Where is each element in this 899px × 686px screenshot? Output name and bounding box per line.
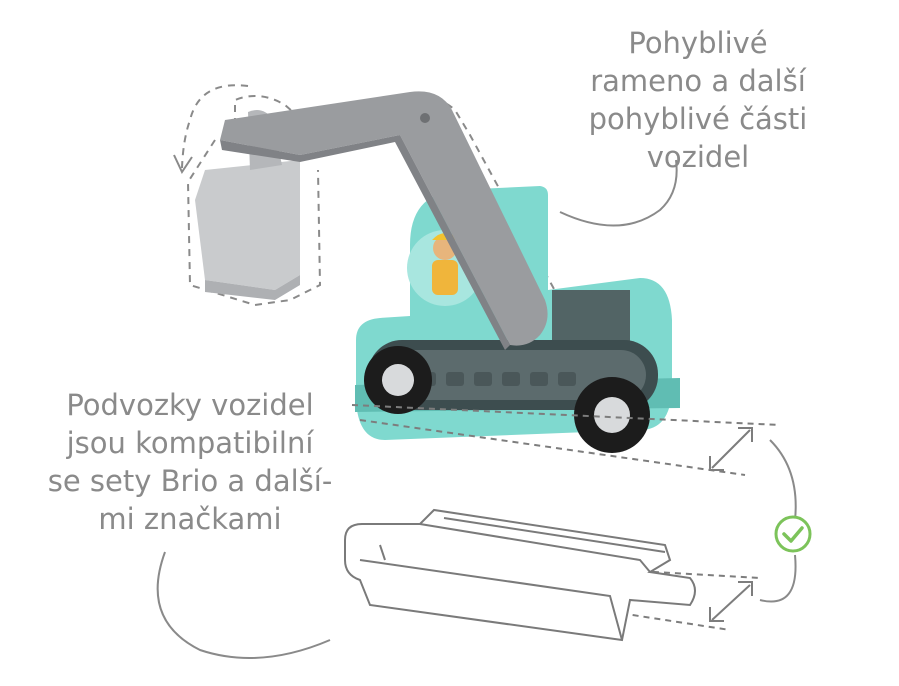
caption-line: mi značkami bbox=[98, 502, 282, 536]
double-arrow-icon bbox=[709, 581, 753, 622]
connector-curve-top bbox=[559, 159, 678, 227]
connector-curve-right-lower bbox=[759, 554, 797, 603]
caption-line: Pohyblivé bbox=[628, 26, 768, 60]
connector-curve-left bbox=[156, 551, 331, 659]
caption-movable-arm: Pohyblivé rameno a další pohyblivé části… bbox=[548, 24, 848, 176]
wheel-rear bbox=[364, 346, 432, 414]
caption-compatible-chassis: Podvozky vozidel jsou kompatibilní se se… bbox=[20, 386, 360, 538]
curved-arrow-icon bbox=[173, 84, 249, 175]
caption-line: rameno a další bbox=[590, 64, 806, 98]
connector-curve-right bbox=[769, 439, 797, 521]
excavator-arm bbox=[220, 91, 548, 350]
check-circle-icon bbox=[774, 515, 812, 553]
double-arrow-icon bbox=[709, 427, 753, 471]
rail-track-outline bbox=[344, 508, 696, 642]
caption-line: vozidel bbox=[646, 140, 750, 174]
caption-line: se sety Brio a další- bbox=[47, 464, 333, 498]
caption-line: Podvozky vozidel bbox=[66, 388, 314, 422]
wheel-front bbox=[574, 377, 650, 453]
caption-line: jsou kompatibilní bbox=[66, 426, 314, 460]
caption-line: pohyblivé části bbox=[588, 102, 808, 136]
